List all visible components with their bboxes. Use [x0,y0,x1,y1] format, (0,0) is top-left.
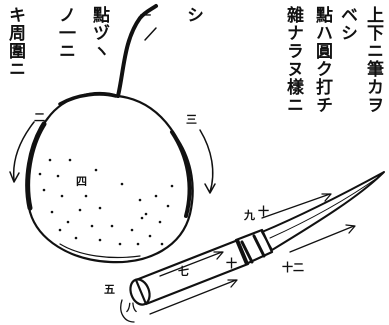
text-column-5: シ [183,6,203,24]
pear-stem-label: 一 [140,9,151,22]
knife-blade [261,171,385,251]
text-column-6: 點ヅヽ [89,6,109,60]
pear-right-shade [170,130,192,218]
pear-left-label: 二 [34,111,45,124]
left-stroke-arrow [12,121,35,181]
knife-blade-edge-label: 十二 [282,261,304,274]
text-column-1: 上下ニ筆カヲ [363,6,383,114]
knife-handle [134,238,250,306]
stem-arrow [144,27,157,41]
pear-left-shade [25,121,47,211]
knife-ferrule [234,228,274,266]
text-column-2: ベシ [337,6,357,42]
pear-stem [116,4,158,98]
knife-handle-top-label: 七 [178,265,189,278]
knife-blade-tip-label: 九 [244,209,255,222]
handle-end [129,278,151,306]
text-column-7: ノ一ニ [55,6,75,60]
pear-center-label: 四 [76,175,87,188]
knife-blade-spine-label: 十 [258,205,269,218]
text-column-3: 點ハ圓ク打チ [312,6,332,114]
text-column-8: キ周圍ニ [5,6,25,78]
text-column-4: 雜ナラヌ樣ニ [283,6,303,114]
pear-right-label: 三 [186,113,197,126]
pear-top-shade [58,92,118,106]
knife-handle-middle-label: 十 [226,257,237,270]
right-stroke-arrow [199,129,214,193]
knife-handle-bottom-label: 八 [126,301,137,314]
knife-handle-end-label: 五 [104,283,115,296]
